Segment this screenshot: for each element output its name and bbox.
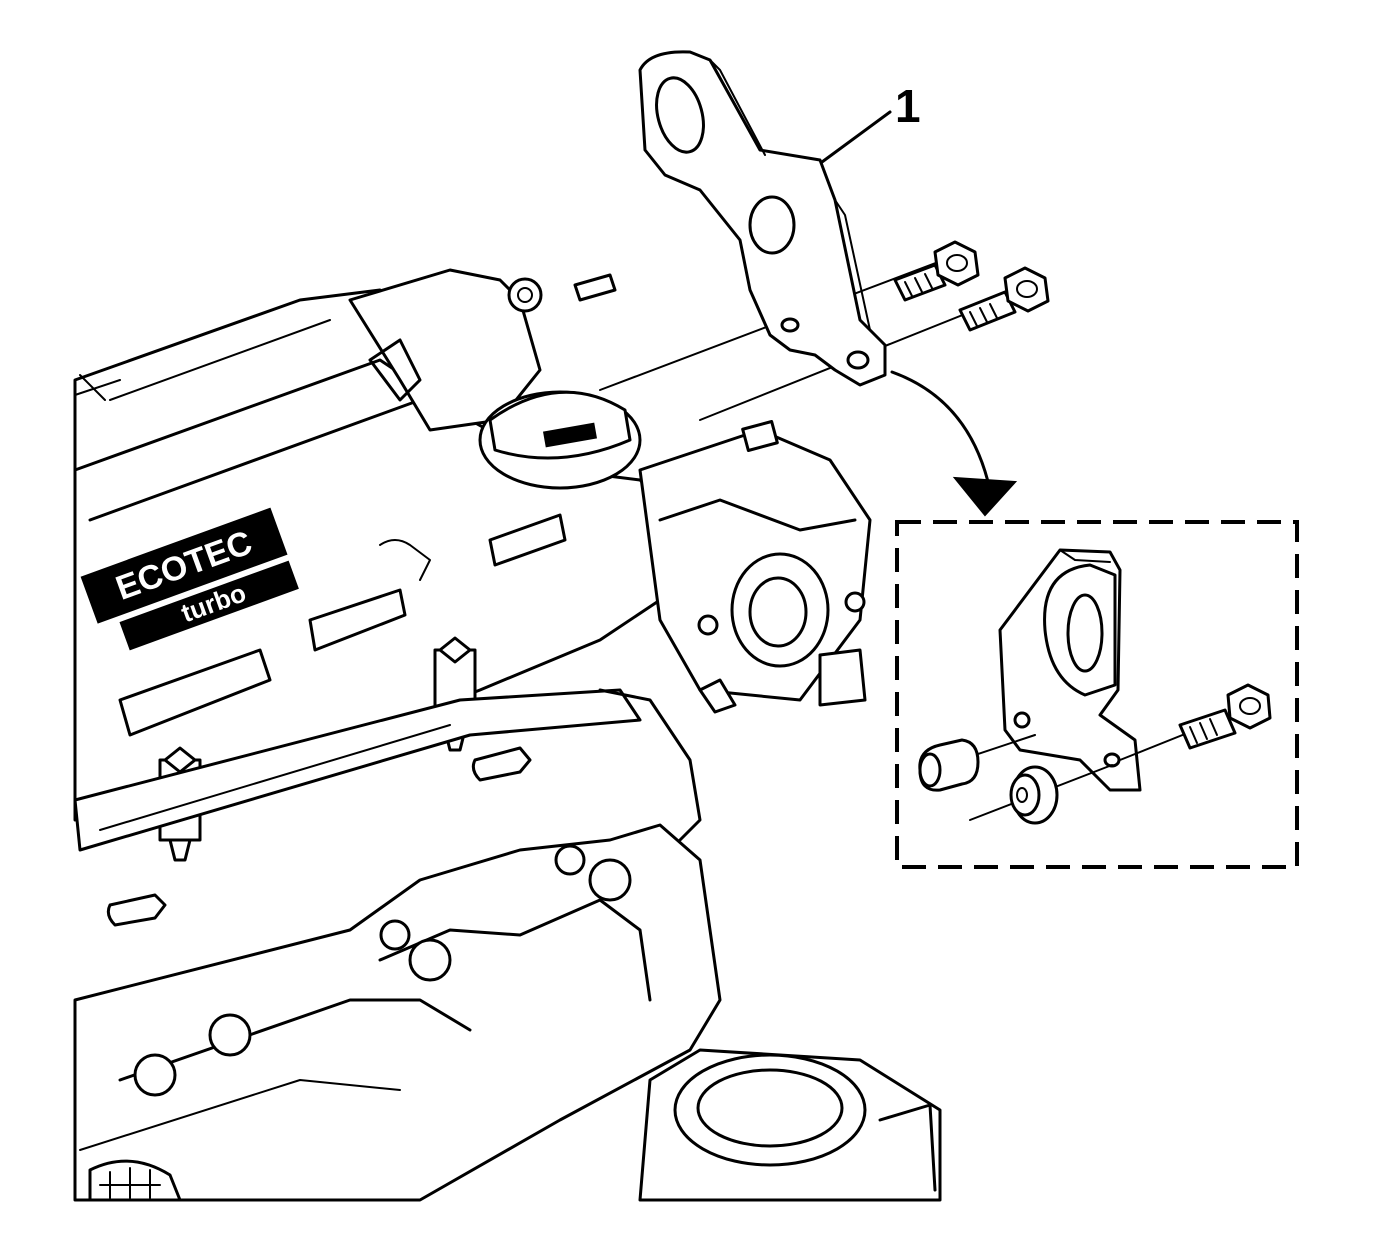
cover-rib [488, 513, 567, 567]
cover-rib [118, 648, 272, 737]
oil-filter-housing [638, 1048, 942, 1202]
stud-spacer [918, 738, 980, 792]
cover-rib [308, 588, 407, 652]
oil-filler-cap [478, 390, 642, 490]
detail-view [895, 520, 1299, 869]
callout-1: 1 [820, 80, 921, 164]
arrow-head-icon [952, 476, 1018, 517]
manifold-nut [133, 844, 632, 1097]
mounting-bolt [893, 240, 980, 302]
engine-assembly: ECOTEC turbo [73, 268, 942, 1202]
fuel-rail [73, 688, 642, 852]
cam-housing [348, 268, 542, 432]
callout-label: 1 [895, 80, 921, 132]
mounting-bracket [638, 50, 887, 387]
detail-arrow [890, 370, 1018, 517]
detail-bolt [1178, 683, 1272, 750]
mounting-bolt [958, 266, 1050, 332]
fuel-injector [106, 746, 532, 927]
washer [1009, 765, 1059, 825]
camshaft-seal [730, 552, 830, 668]
